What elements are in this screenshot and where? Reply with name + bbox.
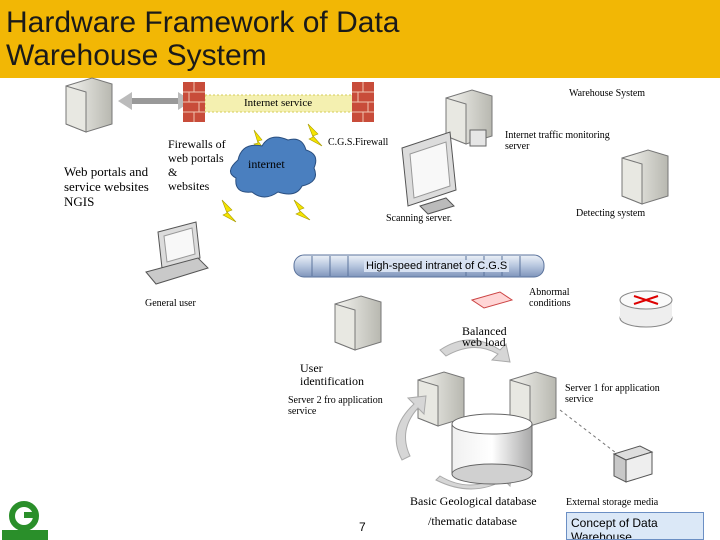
server-icon xyxy=(621,149,669,205)
traffic-server-label: Internet traffic monitoring server xyxy=(505,130,610,152)
traffic-monitor-device-icon xyxy=(469,129,487,147)
cgs-logo xyxy=(2,501,48,540)
internet-service-label: Internet service xyxy=(242,97,315,109)
warehouse-system-label: Warehouse System xyxy=(552,85,662,102)
external-storage-label: External storage media xyxy=(566,497,659,508)
detecting-system-label: Detecting system xyxy=(576,208,646,219)
server2-label: Server 2 fro application service xyxy=(288,395,383,417)
lightning-icons xyxy=(221,123,323,223)
double-arrow-top xyxy=(118,92,192,110)
firewall-icon xyxy=(183,82,205,122)
firewalls-label: Firewalls of web portals & websites xyxy=(168,137,226,193)
storage-link xyxy=(559,409,621,457)
user-identification-label: User identification xyxy=(300,361,364,388)
general-user-label: General user xyxy=(145,298,196,309)
router-icon xyxy=(619,290,673,328)
title-bar xyxy=(0,0,720,78)
server-icon xyxy=(417,371,465,427)
firewall-icon xyxy=(352,82,374,122)
thematic-database-label: /thematic database xyxy=(428,514,517,528)
server-icon xyxy=(65,77,113,133)
switch-icon xyxy=(470,291,514,309)
page-title: Hardware Framework of Data Warehouse Sys… xyxy=(6,6,400,72)
basic-database-label: Basic Geological database xyxy=(410,494,537,508)
server-icon xyxy=(445,89,493,145)
page-number: 7 xyxy=(359,520,366,534)
intranet-label: High-speed intranet of C.G.S xyxy=(364,260,510,272)
abnormal-conditions-label: Abnormal conditions xyxy=(529,287,571,309)
internet-cloud-icon xyxy=(230,136,317,198)
web-portals-label: Web portals and service websites NGIS xyxy=(64,164,149,209)
concept-footer: Concept of Data Warehouse xyxy=(566,512,704,540)
balanced-load-label: Balanced web load xyxy=(462,324,507,349)
scanning-server-label: Scanning server. xyxy=(386,213,453,224)
database-icon xyxy=(451,413,533,485)
server1-label: Server 1 for application service xyxy=(565,383,660,405)
monitor-icon xyxy=(401,131,457,215)
internet-label: internet xyxy=(248,157,285,171)
server-icon xyxy=(509,371,557,427)
server-icon xyxy=(334,295,382,351)
cgs-firewall-label: C.G.S.Firewall xyxy=(328,137,389,148)
external-storage-icon xyxy=(612,445,654,483)
general-user-pc-icon xyxy=(145,221,209,285)
